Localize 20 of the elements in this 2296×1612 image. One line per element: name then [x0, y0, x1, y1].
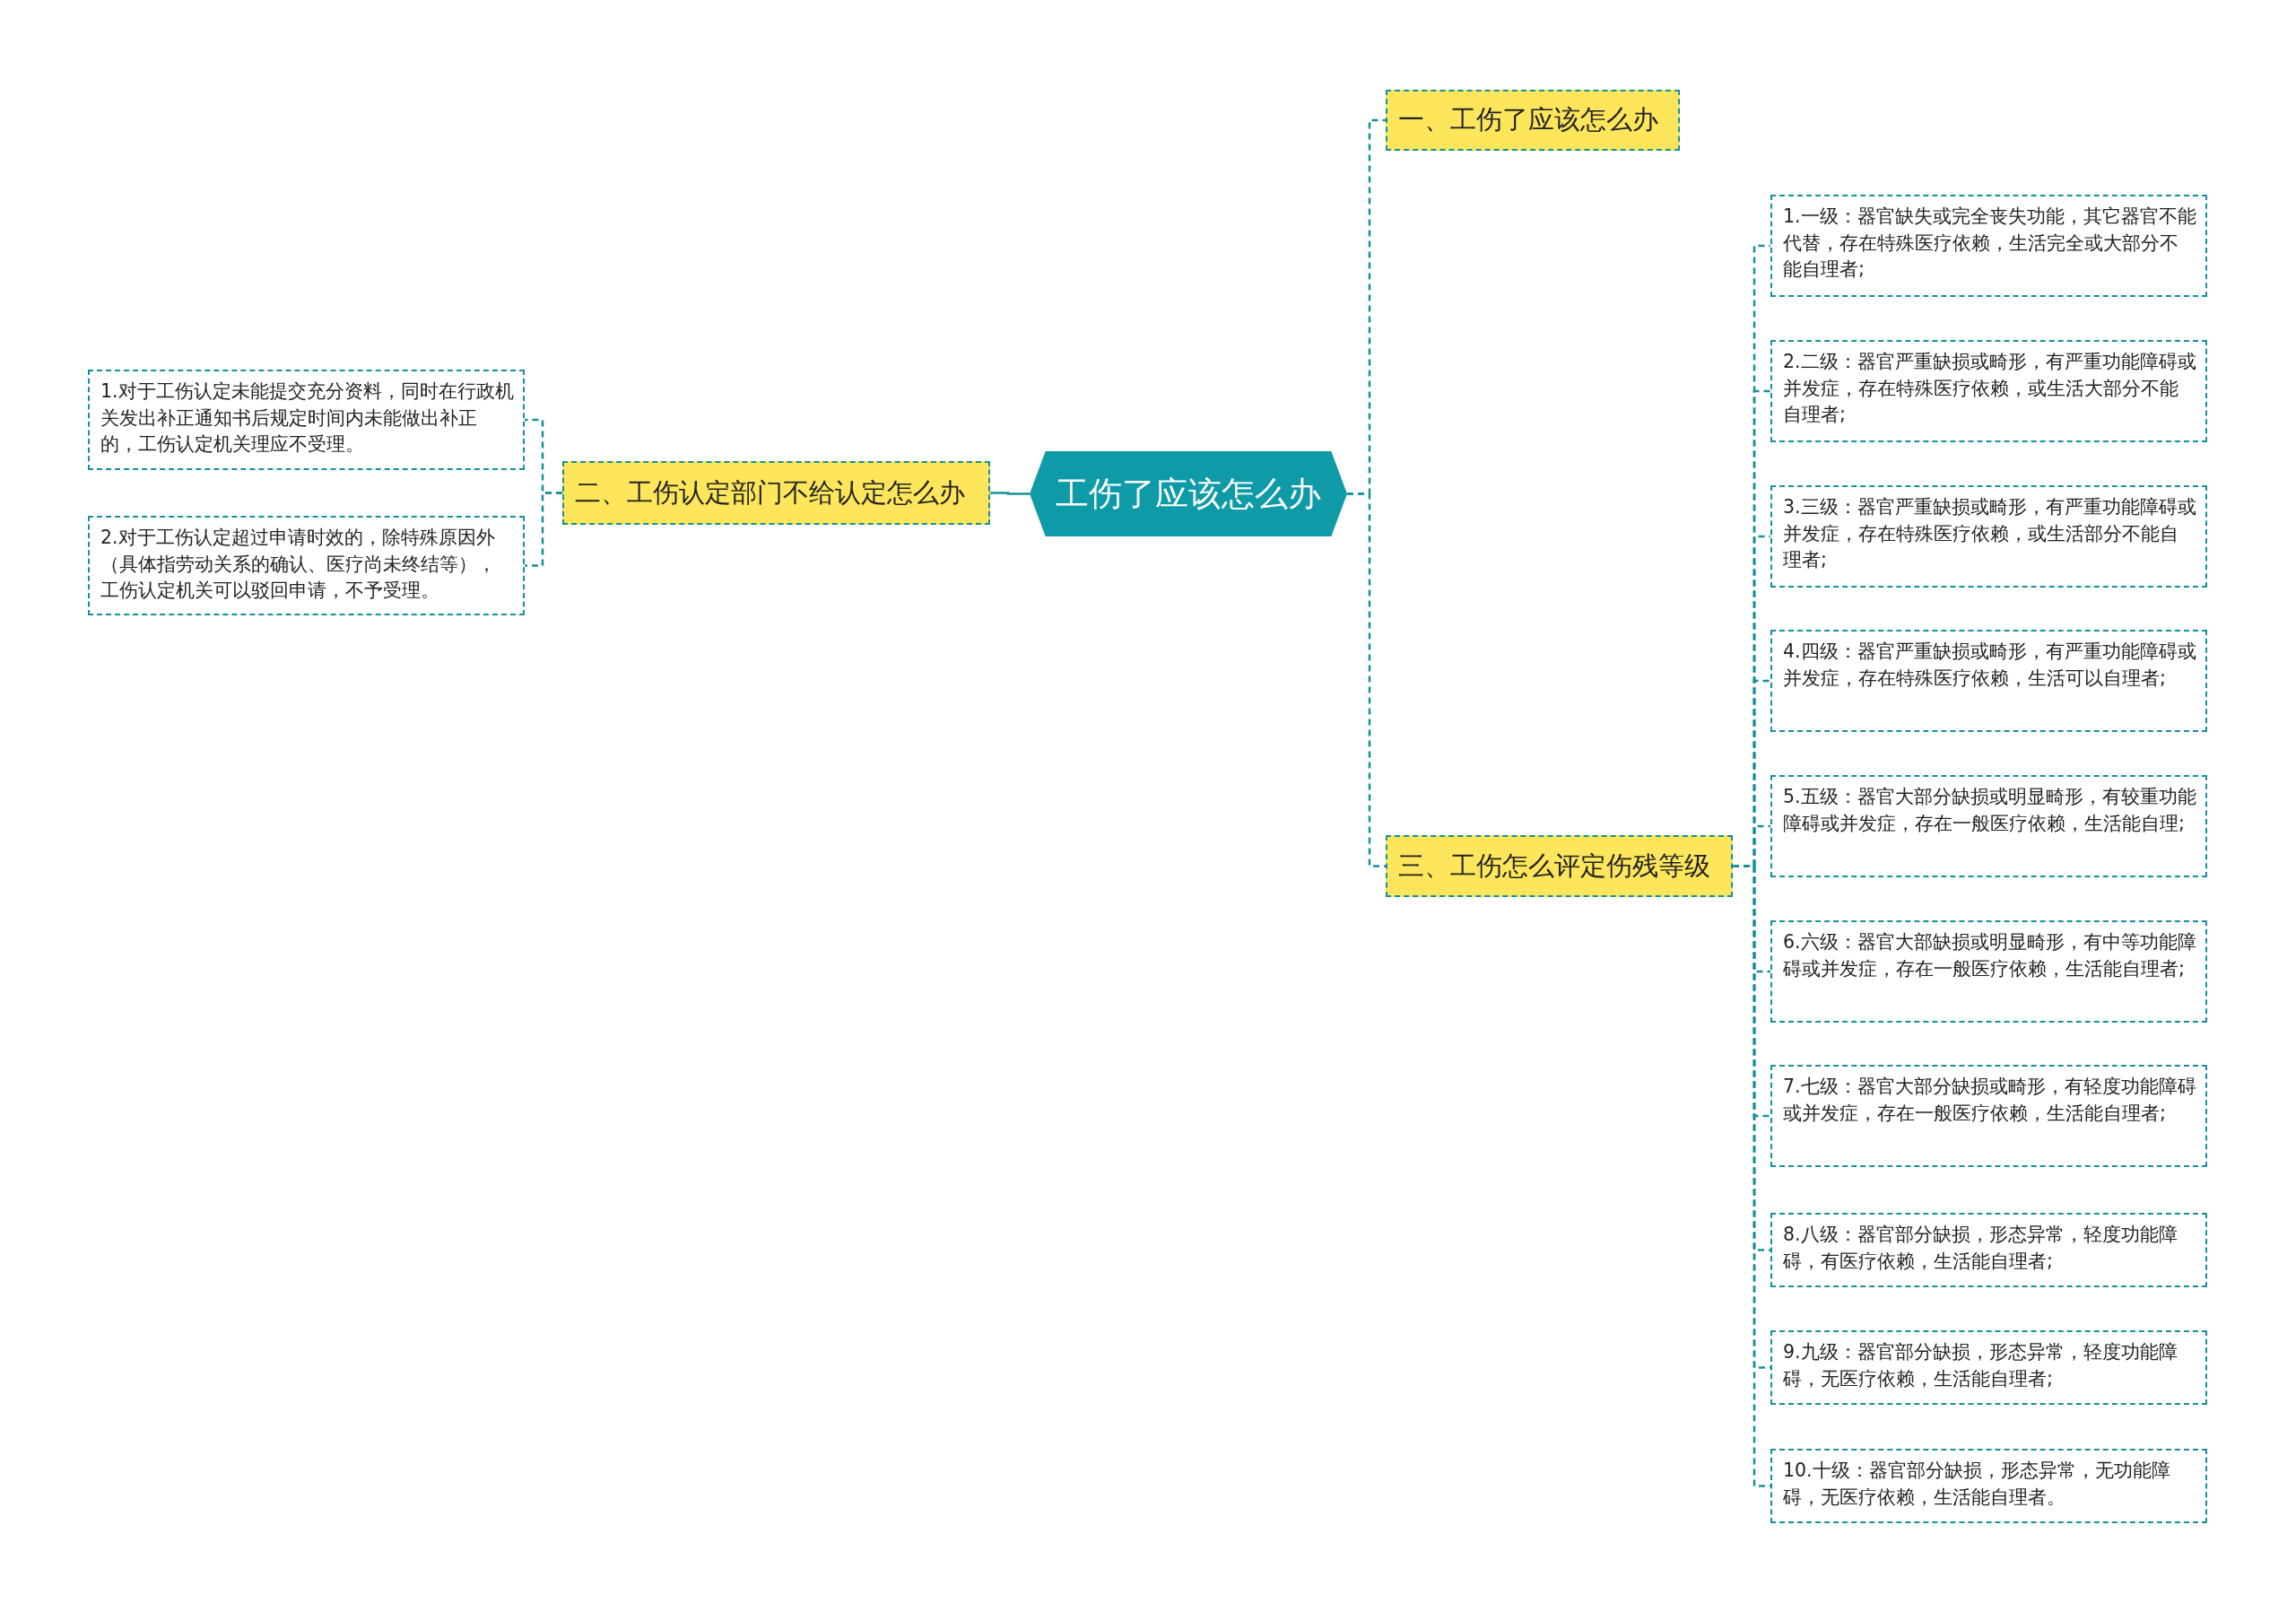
note-box: 8.八级：器官部分缺损，形态异常，轻度功能障碍，有医疗依赖，生活能自理者; — [1770, 1213, 2207, 1287]
connector-line — [990, 492, 1030, 495]
topic-text: 工伤了应该怎么办 — [1056, 473, 1321, 515]
note-box: 9.九级：器官部分缺损，形态异常，轻度功能障碍，无医疗依赖，生活能自理者; — [1770, 1330, 2207, 1405]
note-box: 1.对于工伤认定未能提交充分资料，同时在行政机关发出补正通知书后规定时间内未能做出补正的，工伤认定机关理应不受理。 — [88, 370, 525, 470]
note-box: 10.十级：器官部分缺损，形态异常，无功能障碍，无医疗依赖，生活能自理者。 — [1770, 1449, 2207, 1523]
topic-box: 三、工伤怎么评定伤残等级 — [1386, 835, 1733, 897]
note-box: 3.三级：器官严重缺损或畸形，有严重功能障碍或并发症，存在特殊医疗依赖，或生活部分不能自理者; — [1770, 485, 2207, 588]
connector-line — [525, 492, 562, 567]
note-box: 1.一级：器官缺失或完全丧失功能，其它器官不能代替，存在特殊医疗依赖，生活完全或大部分不能自理者; — [1770, 195, 2207, 297]
note-box: 4.四级：器官严重缺损或畸形，有严重功能障碍或并发症，存在特殊医疗依赖，生活可以自理者; — [1770, 630, 2207, 732]
note-box: 2.对于工伤认定超过申请时效的，除特殊原因外（具体指劳动关系的确认、医疗尚未终结等），工伤认定机关可以驳回申请，不予受理。 — [88, 516, 525, 615]
note-box: 7.七级：器官大部分缺损或畸形，有轻度功能障碍或并发症，存在一般医疗依赖，生活能自理者; — [1770, 1065, 2207, 1167]
note-box: 5.五级：器官大部分缺损或明显畸形，有较重功能障碍或并发症，存在一般医疗依赖，生活能自理; — [1770, 775, 2207, 877]
hexagon-shape — [1030, 451, 1347, 536]
connector-line — [1347, 492, 1386, 867]
topic-box: 一、工伤了应该怎么办 — [1386, 90, 1680, 151]
note-box: 2.二级：器官严重缺损或畸形，有严重功能障碍或并发症，存在特殊医疗依赖，或生活大部分不能自理者; — [1770, 340, 2207, 442]
topic-box: 二、工伤认定部门不给认定怎么办 — [562, 461, 990, 525]
note-box: 6.六级：器官大部缺损或明显畸形，有中等功能障碍或并发症，存在一般医疗依赖，生活能自理者; — [1770, 920, 2207, 1023]
